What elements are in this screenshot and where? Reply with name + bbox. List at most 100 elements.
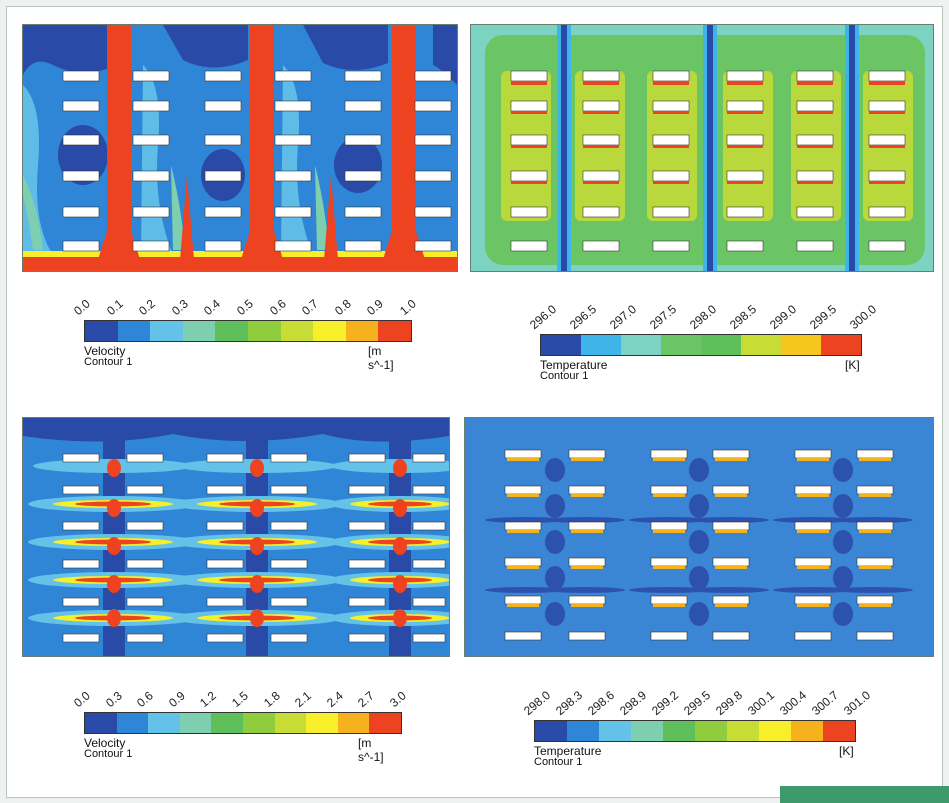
colorbar-tick-label: 298.5 <box>727 301 760 332</box>
colorbar-segment <box>369 713 401 733</box>
colorbar-segment <box>182 321 216 341</box>
legend-unit: [K] <box>845 358 860 372</box>
colorbar-tick-label: 2.4 <box>323 688 346 710</box>
temperature-cool-columns <box>557 25 859 271</box>
colorbar-segment <box>727 721 759 741</box>
legend-unit: [K] <box>839 744 854 758</box>
colorbar-tick-label: 2.1 <box>292 688 314 710</box>
colorbar-segment <box>306 713 338 733</box>
server-racks <box>62 453 446 643</box>
colorbar-segment <box>781 335 821 355</box>
colorbar-segment <box>759 721 791 741</box>
colorbar-tick-label: 0.6 <box>266 296 289 318</box>
colorbar-tick-label: 2.7 <box>355 688 378 710</box>
colorbar-segment <box>274 713 307 733</box>
colorbar-segment <box>117 321 151 341</box>
velocity-floor-band <box>23 251 457 257</box>
colorbar-segment <box>741 335 781 355</box>
colorbar-tick-label: 299.5 <box>681 687 714 718</box>
colorbar-tick-label: 0.1 <box>103 296 126 318</box>
colorbar-tick-label: 0.4 <box>201 296 224 318</box>
colorbar-segment <box>148 713 180 733</box>
colorbar-segment <box>378 321 411 341</box>
colorbar-tick-label: 297.0 <box>607 301 640 332</box>
colorbar-tick-label: 0.3 <box>168 296 191 318</box>
colorbar-tick-label: 297.5 <box>647 301 680 332</box>
colorbar-segment <box>85 321 118 341</box>
colorbar-tick-label: 1.2 <box>197 688 220 710</box>
colorbar-tick-label: 296.5 <box>567 301 600 332</box>
colorbar-tick-label: 1.8 <box>260 688 283 710</box>
colorbar-tick-label: 0.9 <box>364 296 387 318</box>
colorbar-segment <box>116 713 149 733</box>
colorbar-tick-label: 0.3 <box>102 688 125 710</box>
colorbar-segment <box>280 321 314 341</box>
colorbar-segment <box>661 335 701 355</box>
colorbar-segment <box>791 721 823 741</box>
heat-spots <box>507 458 891 607</box>
legend-subtitle: Contour 1 <box>540 370 589 382</box>
colorbar-tick-label: 298.9 <box>617 687 650 718</box>
legend-subtitle: Contour 1 <box>84 356 133 368</box>
server-racks <box>62 70 452 252</box>
cold-wisps <box>485 458 913 626</box>
colorbar-tick-label: 300.1 <box>745 687 778 718</box>
legend-unit: [m s^-1] <box>368 344 394 372</box>
colorbar-segment <box>581 335 621 355</box>
colorbar-tick-label: 0.2 <box>136 296 158 318</box>
colorbar-segment <box>345 321 379 341</box>
colorbar-segment <box>631 721 663 741</box>
velocity-contour-plot-bottom <box>23 418 449 656</box>
colorbar-segment <box>821 335 861 355</box>
legend-title: Velocity <box>84 344 126 358</box>
velocity-contour-plot-top <box>23 25 457 271</box>
velocity-contour-panel-top <box>22 24 458 272</box>
colorbar-tick-label: 0.8 <box>331 296 354 318</box>
legend-title: Temperature <box>534 744 602 758</box>
colorbar <box>84 320 412 342</box>
legend-unit: [m s^-1] <box>358 736 384 764</box>
colorbar-segment <box>535 721 567 741</box>
colorbar-segment <box>211 713 243 733</box>
colorbar-tick-label: 299.0 <box>767 301 800 332</box>
colorbar-segment <box>313 321 346 341</box>
velocity-red-jets <box>23 25 457 271</box>
velocity-dark-regions <box>23 418 449 656</box>
heat-spots <box>511 81 905 184</box>
colorbar-segment <box>242 713 275 733</box>
temperature-contour-panel-bottom <box>464 417 934 657</box>
colorbar-segment <box>541 335 581 355</box>
legend-title: Temperature <box>540 358 608 372</box>
colorbar-segment <box>621 335 661 355</box>
colorbar-tick-label: 298.0 <box>687 301 720 332</box>
velocity-contour-panel-bottom <box>22 417 450 657</box>
colorbar-segment <box>247 321 281 341</box>
colorbar-tick-label: 1.5 <box>229 688 251 710</box>
colorbar-segment <box>599 721 631 741</box>
colorbar-segment <box>663 721 695 741</box>
colorbar-tick-label: 299.2 <box>649 687 682 718</box>
colorbar-tick-label: 298.3 <box>553 687 586 718</box>
colorbar-segment <box>701 335 741 355</box>
colorbar-tick-label: 0.6 <box>134 688 156 710</box>
colorbar-segment <box>85 713 117 733</box>
colorbar-tick-label: 299.8 <box>713 687 746 718</box>
colorbar-segment <box>150 321 183 341</box>
server-racks <box>510 70 906 252</box>
decorative-corner-strip <box>780 786 949 803</box>
colorbar-tick-label: 0.5 <box>234 296 256 318</box>
colorbar-tick-label: 0.9 <box>165 688 188 710</box>
colorbar-segment <box>179 713 212 733</box>
temperature-contour-panel-top <box>470 24 934 272</box>
colorbar-tick-label: 300.4 <box>777 687 810 718</box>
colorbar-tick-label: 0.7 <box>299 296 321 318</box>
colorbar-tick-label: 300.7 <box>809 687 842 718</box>
legend-title: Velocity <box>84 736 126 750</box>
legend-subtitle: Contour 1 <box>84 748 133 760</box>
temperature-contour-plot-top <box>471 25 933 271</box>
colorbar-tick-label: 298.6 <box>585 687 618 718</box>
